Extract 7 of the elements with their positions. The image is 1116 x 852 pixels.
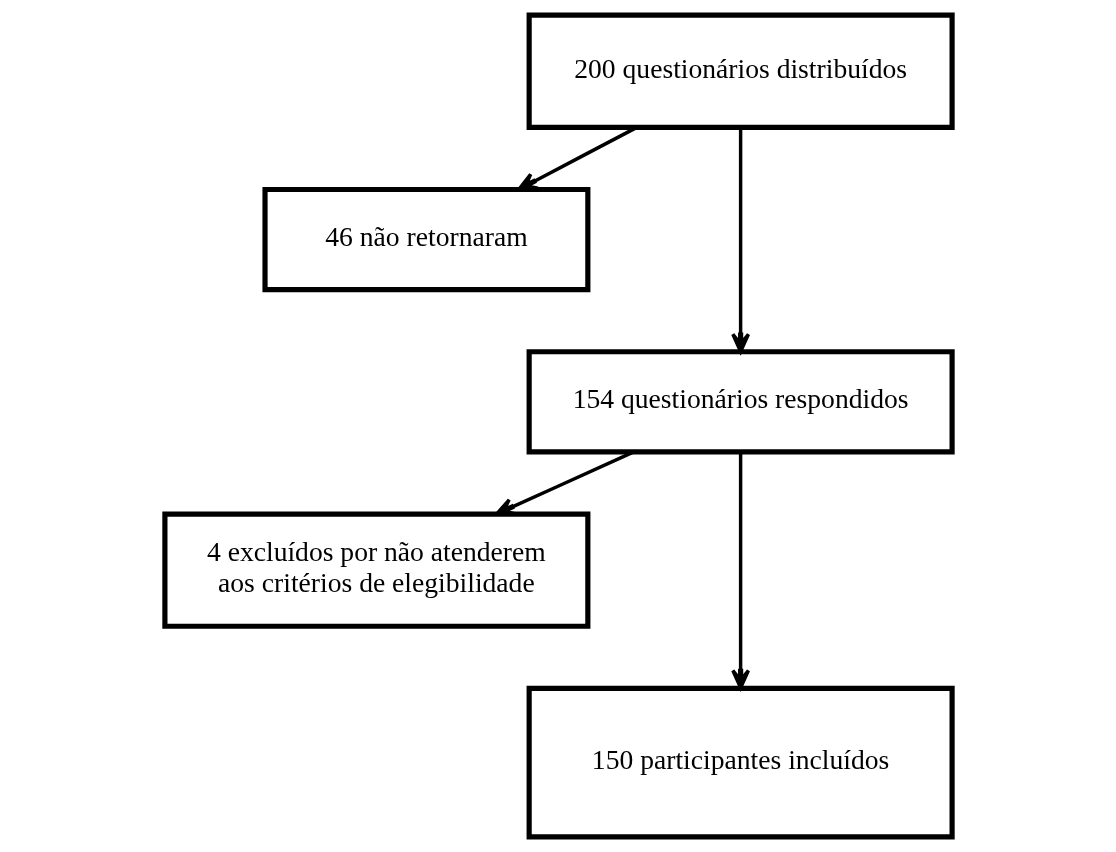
node-box: 4 excluídos por não atenderem aos critérios de elegibilidade bbox=[161, 511, 590, 629]
node-box: 46 não retornaram bbox=[261, 186, 590, 293]
node-box: 154 questionários respondidos bbox=[526, 349, 955, 455]
node-box: 150 participantes incluídos bbox=[526, 685, 955, 840]
arrow bbox=[730, 127, 750, 354]
node-box: 200 questionários distribuídos bbox=[526, 12, 955, 130]
arrow bbox=[730, 452, 750, 690]
